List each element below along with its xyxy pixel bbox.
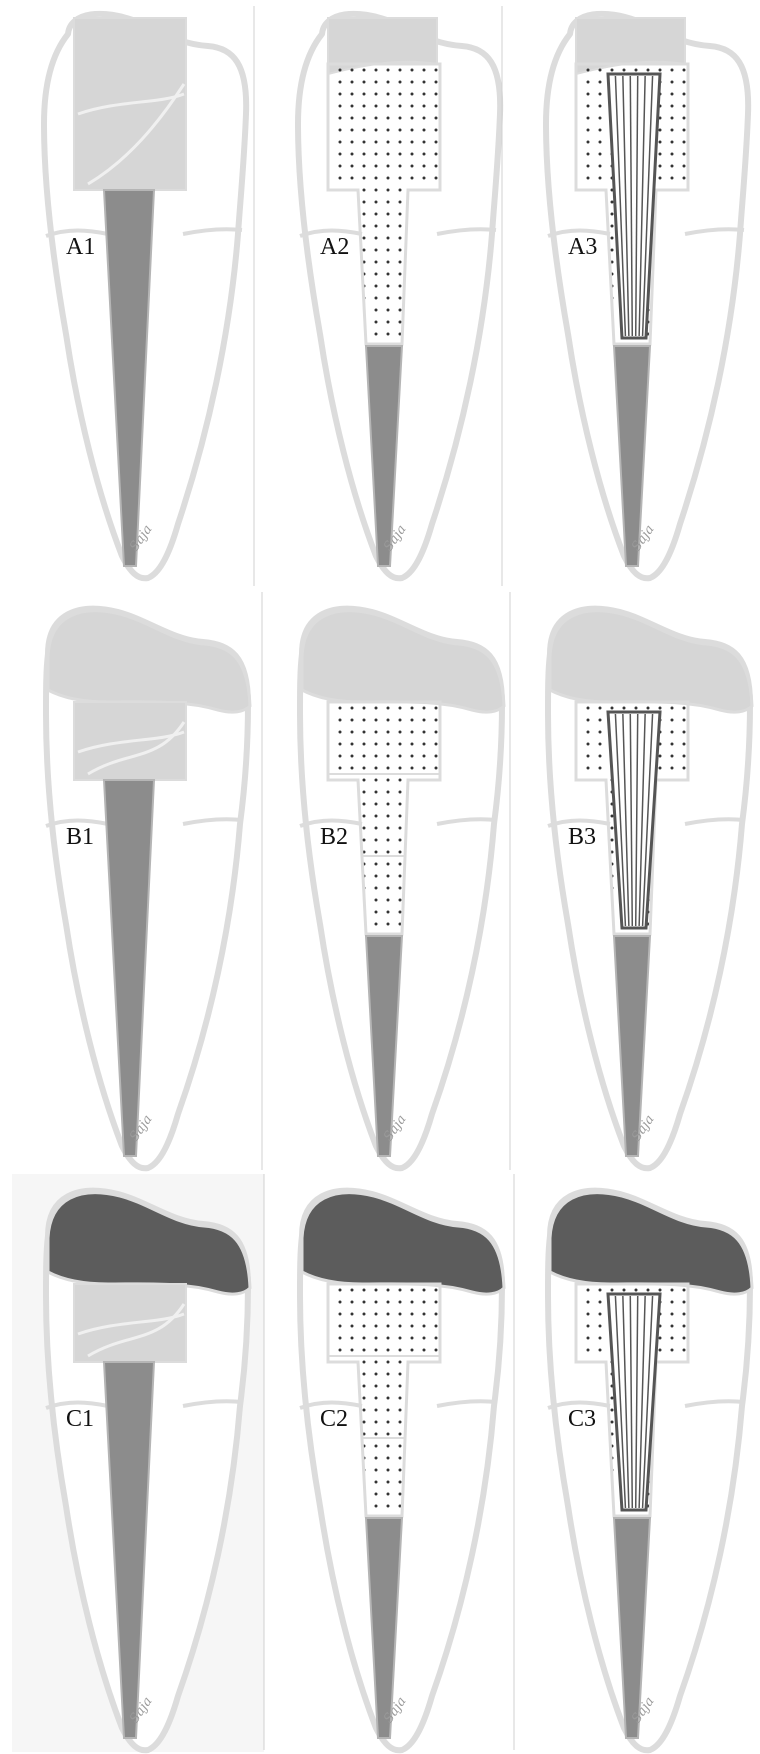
panel-label: C2 [320, 1406, 348, 1432]
panel-label: B1 [66, 824, 94, 850]
crown-onlay [48, 611, 250, 712]
panel-label: A3 [568, 234, 597, 260]
crown-onlay [550, 1193, 752, 1294]
crown-onlay [302, 1193, 504, 1294]
panel-label: C1 [66, 1406, 94, 1432]
crown-onlay [302, 611, 504, 712]
panel-label: B3 [568, 824, 596, 850]
crown-onlay [550, 611, 752, 712]
panel-label: C3 [568, 1406, 596, 1432]
panel-label: A2 [320, 234, 349, 260]
panel-label: B2 [320, 824, 348, 850]
panel-label: A1 [66, 234, 95, 260]
